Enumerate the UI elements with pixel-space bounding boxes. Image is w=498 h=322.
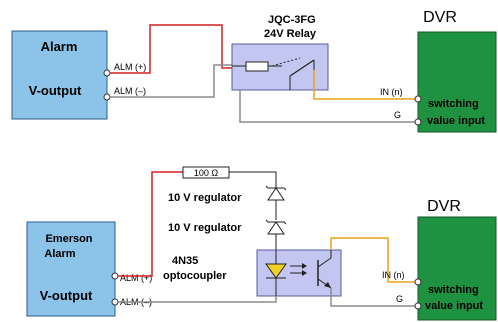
resistor-label: 100 Ω — [194, 168, 219, 178]
bottom-alm-plus-label: ALM (+) — [120, 273, 152, 283]
relay-model-label: JQC-3FG — [268, 14, 316, 26]
optocoupler-type-label: optocoupler — [163, 270, 227, 282]
top-alm-plus-terminal — [103, 69, 111, 77]
bottom-gray-wire-g — [330, 288, 418, 307]
top-dvr-switching: switching — [428, 98, 479, 110]
optocoupler-light-arrowhead-1 — [302, 263, 307, 269]
zener-diode-2 — [267, 221, 285, 235]
top-orange-wire — [313, 70, 418, 100]
top-dvr-g-label: G — [394, 110, 401, 120]
bottom-alm-minus-terminal — [111, 298, 119, 306]
bottom-dvr-in-label: IN (n) — [382, 270, 405, 280]
bottom-alarm-line2: Alarm — [44, 248, 75, 260]
bottom-gray-wire-alm-minus — [118, 296, 277, 303]
top-alm-minus-terminal — [103, 93, 111, 101]
bottom-dvr-g-label: G — [396, 294, 403, 304]
zener-diode-1 — [267, 187, 285, 201]
top-alm-plus-label: ALM (+) — [114, 62, 146, 72]
relay-contact-dashed — [271, 57, 301, 67]
bottom-alarm-line1: Emerson — [45, 233, 92, 245]
bottom-alarm-output: V-output — [40, 288, 93, 303]
bottom-red-wire — [118, 171, 183, 277]
optocoupler-model-label: 4N35 — [172, 255, 198, 267]
bottom-dvr-g-terminal — [414, 302, 422, 310]
relay-voltage-label: 24V Relay — [264, 28, 317, 40]
bottom-orange-wire — [330, 237, 418, 283]
bottom-dvr-label: DVR — [427, 198, 461, 215]
regulator-1-label: 10 V regulator — [168, 192, 242, 204]
regulator-2-label: 10 V regulator — [168, 222, 242, 234]
bottom-alm-plus-terminal — [111, 272, 119, 280]
relay-contact-arm — [289, 59, 315, 77]
top-gray-wire-g — [239, 90, 418, 123]
top-dvr-block — [417, 31, 497, 133]
zener-diode-2-bar — [265, 219, 287, 225]
top-alarm-output: V-output — [29, 83, 82, 98]
top-dvr-g-terminal — [414, 118, 422, 126]
top-red-wire — [110, 24, 232, 74]
top-dvr-in-label: IN (n) — [380, 87, 403, 97]
bottom-dvr-value-input: value input — [425, 300, 483, 312]
relay-coil — [245, 61, 269, 72]
bottom-dvr-switching: switching — [428, 284, 479, 296]
bottom-alarm-block — [26, 221, 116, 317]
top-alarm-block — [11, 30, 108, 120]
resistor-to-regulators-wire — [229, 171, 277, 180]
bottom-dvr-in-terminal — [414, 278, 422, 286]
phototransistor-collector — [317, 257, 332, 268]
optocoupler-light-arrowhead-2 — [302, 270, 307, 276]
bottom-dvr-block — [417, 216, 497, 321]
top-dvr-in-terminal — [414, 95, 422, 103]
top-alarm-title: Alarm — [41, 39, 78, 54]
top-dvr-label: DVR — [423, 9, 457, 26]
top-alm-minus-label: ALM (–) — [114, 86, 146, 96]
phototransistor-emitter-arrow — [324, 282, 331, 288]
top-gray-wire-alm-minus — [110, 64, 232, 98]
top-dvr-value-input: value input — [427, 115, 485, 127]
